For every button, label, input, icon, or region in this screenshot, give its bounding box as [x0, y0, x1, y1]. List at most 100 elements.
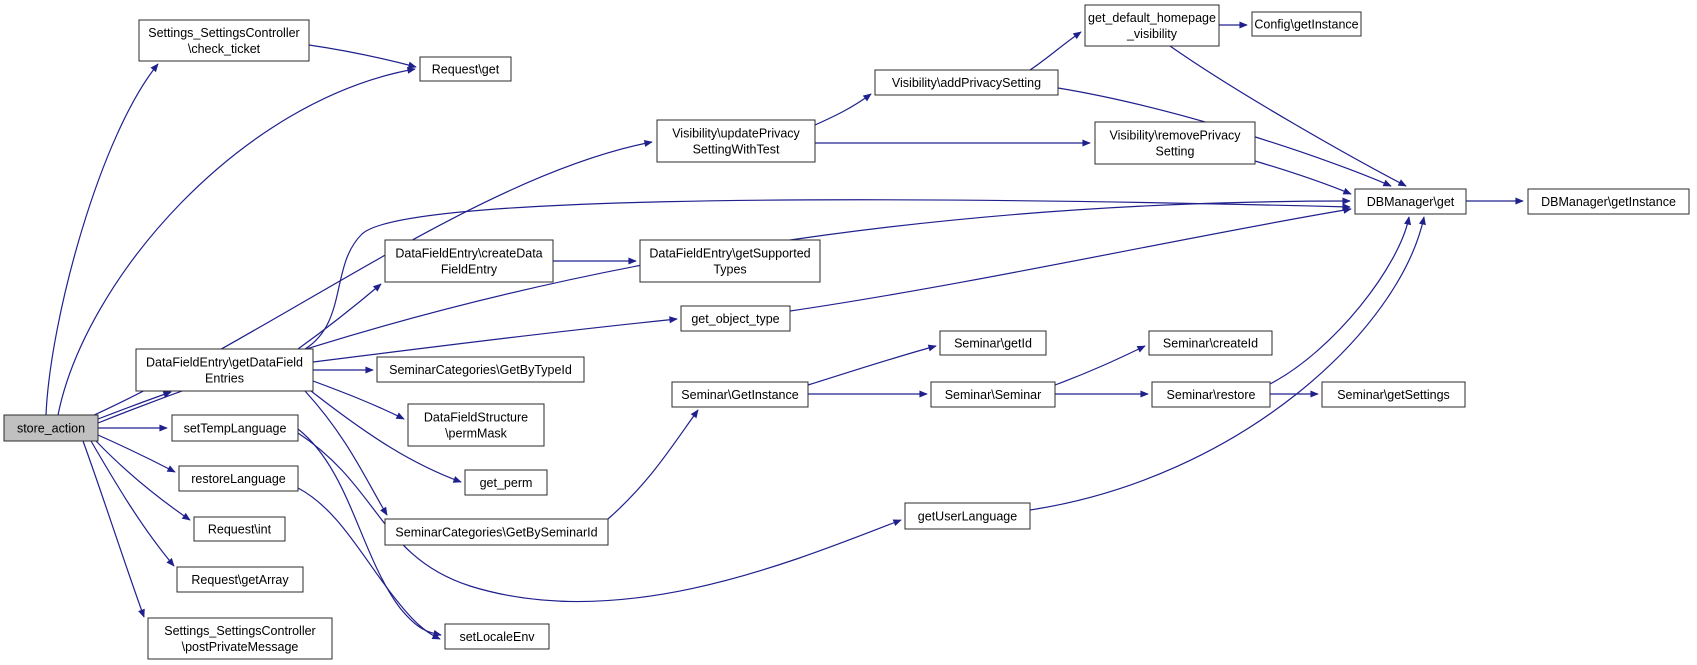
edge-store-action--request-get	[57, 66, 416, 416]
node-settemplanguage[interactable]: setTempLanguage	[171, 414, 299, 442]
node-request-int[interactable]: Request\int	[193, 516, 286, 542]
node-label-seminar-getinstance: Seminar\GetInstance	[681, 388, 798, 402]
node-box-get-perm	[464, 469, 548, 496]
node-store-action[interactable]: store_action	[3, 414, 99, 442]
node-request-getarray[interactable]: Request\getArray	[176, 566, 304, 593]
node-seminarcategories-getbytypeid[interactable]: SeminarCategories\GetByTypeId	[376, 356, 585, 383]
edge-visibility-addprivacysetting--get-default-homepage-visibility	[1029, 31, 1082, 71]
node-label-dbmanager-getinstance: DBManager\getInstance	[1541, 195, 1676, 209]
node-box-get-object-type	[680, 305, 791, 332]
node-box-visibility-removeprivacysetting	[1094, 121, 1256, 165]
edge-seminarcategories-getbyseminarid--seminar-getinstance	[607, 409, 699, 520]
node-get-perm[interactable]: get_perm	[464, 469, 548, 496]
node-settings-settingscontroller-postprivatemessage[interactable]: Settings_SettingsController\postPrivateM…	[147, 617, 333, 660]
node-box-restorelanguage	[178, 465, 299, 492]
node-request-get[interactable]: Request\get	[419, 56, 512, 82]
node-restorelanguage[interactable]: restoreLanguage	[178, 465, 299, 492]
edge-store-action--datafieldentry-getdatafieldentries	[97, 391, 172, 420]
edge-store-action--request-getarray	[90, 440, 175, 567]
node-label-config-getinstance: Config\getInstance	[1254, 18, 1358, 32]
node-label-seminar-seminar: Seminar\Seminar	[945, 388, 1042, 402]
node-seminar-getinstance[interactable]: Seminar\GetInstance	[671, 381, 809, 408]
edge-store-action--settings-settingscontroller-check-ticket	[45, 63, 159, 416]
edge-getuserlanguage--dbmanager-get	[1029, 216, 1426, 511]
node-box-datafieldentry-getdatafieldentries	[135, 348, 314, 392]
node-setlocaleenv[interactable]: setLocaleEnv	[444, 623, 550, 650]
edge-seminar-restore--dbmanager-get	[1269, 216, 1412, 385]
node-box-settings-settingscontroller-check-ticket	[138, 19, 310, 62]
node-box-datafieldentry-getsupportedtypes	[639, 239, 821, 283]
node-box-settings-settingscontroller-postprivatemessage	[147, 617, 333, 660]
node-config-getinstance[interactable]: Config\getInstance	[1251, 11, 1362, 37]
edge-datafieldentry-getdatafieldentries--get-object-type	[312, 316, 678, 363]
node-box-seminarcategories-getbytypeid	[376, 356, 585, 383]
node-dbmanager-get[interactable]: DBManager\get	[1354, 188, 1467, 215]
node-seminar-restore[interactable]: Seminar\restore	[1151, 381, 1271, 408]
node-datafieldstructure-permmask[interactable]: DataFieldStructure\permMask	[407, 403, 545, 447]
node-box-visibility-addprivacysetting	[874, 69, 1059, 96]
node-label-seminarcategories-getbytypeid: SeminarCategories\GetByTypeId	[389, 363, 572, 377]
node-seminar-getid[interactable]: Seminar\getId	[939, 330, 1047, 356]
node-label-settings-settingscontroller-postprivatemessage: Settings_SettingsController\postPrivateM…	[164, 624, 315, 654]
node-label-dbmanager-get: DBManager\get	[1367, 195, 1455, 209]
node-box-getuserlanguage	[904, 502, 1031, 530]
node-label-seminarcategories-getbyseminarid: SeminarCategories\GetBySeminarId	[395, 526, 597, 540]
node-get-default-homepage-visibility[interactable]: get_default_homepage_visibility	[1084, 4, 1220, 47]
node-label-datafieldstructure-permmask: DataFieldStructure\permMask	[424, 411, 528, 441]
edge-visibility-removeprivacysetting--dbmanager-get	[1254, 160, 1352, 195]
edge-get-object-type--dbmanager-get	[789, 206, 1352, 312]
node-box-store-action	[3, 414, 99, 442]
node-label-get-default-homepage-visibility: get_default_homepage_visibility	[1088, 11, 1216, 41]
edge-get-default-homepage-visibility--dbmanager-get	[1169, 45, 1407, 187]
node-box-seminar-getinstance	[671, 381, 809, 408]
node-visibility-addprivacysetting[interactable]: Visibility\addPrivacySetting	[874, 69, 1059, 96]
node-box-seminar-getid	[939, 330, 1047, 356]
node-label-seminar-restore: Seminar\restore	[1167, 388, 1256, 402]
node-label-get-object-type: get_object_type	[691, 312, 779, 326]
edge-settemplanguage--getuserlanguage	[297, 432, 902, 603]
node-settings-settingscontroller-check-ticket[interactable]: Settings_SettingsController\check_ticket	[138, 19, 310, 62]
node-box-visibility-updateprivacysettingwithtest	[656, 119, 816, 163]
edge-datafieldentry-getdatafieldentries--datafieldstructure-permmask	[312, 380, 405, 420]
node-dbmanager-getinstance[interactable]: DBManager\getInstance	[1527, 188, 1690, 215]
node-box-seminar-getsettings	[1321, 381, 1466, 408]
node-get-object-type[interactable]: get_object_type	[680, 305, 791, 332]
node-seminar-createid[interactable]: Seminar\createId	[1148, 330, 1273, 356]
edge-visibility-updateprivacysettingwithtest--visibility-addprivacysetting	[814, 93, 872, 126]
node-seminar-getsettings[interactable]: Seminar\getSettings	[1321, 381, 1466, 408]
edge-store-action--settings-settingscontroller-postprivatemessage	[82, 440, 145, 618]
node-label-get-perm: get_perm	[480, 476, 533, 490]
edge-datafieldentry-getdatafieldentries--get-perm	[310, 390, 462, 483]
node-box-datafieldstructure-permmask	[407, 403, 545, 447]
node-seminarcategories-getbyseminarid[interactable]: SeminarCategories\GetBySeminarId	[384, 518, 609, 546]
node-label-store-action: store_action	[17, 422, 85, 436]
node-seminar-seminar[interactable]: Seminar\Seminar	[930, 381, 1056, 408]
node-box-config-getinstance	[1251, 11, 1362, 37]
edge-settings-settingscontroller-check-ticket--request-get	[308, 44, 417, 69]
node-box-request-get	[419, 56, 512, 82]
edge-datafieldentry-getdatafieldentries--dbmanager-get	[304, 199, 1351, 350]
node-box-setlocaleenv	[444, 623, 550, 650]
node-label-getuserlanguage: getUserLanguage	[918, 510, 1017, 524]
node-box-seminar-createid	[1148, 330, 1273, 356]
node-box-get-default-homepage-visibility	[1084, 4, 1220, 47]
edge-datafieldentry-getdatafieldentries--seminarcategories-getbyseminarid	[304, 390, 388, 516]
edge-store-action--restorelanguage	[97, 434, 176, 473]
node-getuserlanguage[interactable]: getUserLanguage	[904, 502, 1031, 530]
node-box-request-int	[193, 516, 286, 542]
node-label-request-int: Request\int	[208, 523, 272, 537]
node-box-dbmanager-get	[1354, 188, 1467, 215]
node-box-seminar-seminar	[930, 381, 1056, 408]
edge-store-action--request-int	[95, 440, 191, 521]
node-layer: store_actionSettings_SettingsController\…	[3, 4, 1690, 660]
